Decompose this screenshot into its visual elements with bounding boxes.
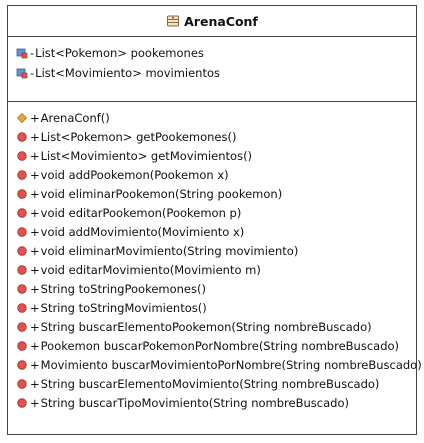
method-row[interactable]: +void editarMovimiento(Movimiento m) <box>8 260 416 279</box>
method-row[interactable]: +List<Pokemon> getPookemones() <box>8 127 416 146</box>
method-row-signature: Pookemon buscarPokemonPorNombre(String n… <box>40 338 400 353</box>
method-row-signature: String toStringPookemones() <box>40 281 206 296</box>
visibility-marker: + <box>30 319 40 334</box>
visibility-marker: + <box>30 224 40 239</box>
method-row-signature: List<Movimiento> getMovimientos() <box>40 148 253 163</box>
public-method-icon <box>16 397 28 409</box>
method-row-signature: String buscarTipoMovimiento(String nombr… <box>40 395 349 410</box>
visibility-marker: - <box>30 46 35 60</box>
visibility-marker: + <box>30 129 40 144</box>
visibility-marker: + <box>30 243 40 258</box>
method-row[interactable]: +ArenaConf() <box>8 108 416 127</box>
attributes-compartment: -List<Pokemon> pookemones-List<Movimient… <box>8 37 416 102</box>
method-row[interactable]: +void addPookemon(Pookemon x) <box>8 165 416 184</box>
private-field-icon <box>16 47 28 59</box>
method-row-signature: void addPookemon(Pookemon x) <box>40 167 229 182</box>
attribute-row-signature: List<Pokemon> pookemones <box>35 46 204 60</box>
constructor-icon <box>16 112 28 124</box>
class-header: ArenaConf <box>8 6 416 37</box>
visibility-marker: + <box>30 376 40 391</box>
method-row-signature: String buscarElementoPookemon(String nom… <box>40 319 372 334</box>
method-row-signature: void addMovimiento(Movimiento x) <box>40 224 245 239</box>
visibility-marker: + <box>30 110 40 125</box>
method-row-signature: void eliminarPookemon(String pookemon) <box>40 186 283 201</box>
visibility-marker: + <box>30 205 40 220</box>
method-row[interactable]: +String toStringMovimientos() <box>8 298 416 317</box>
private-field-icon <box>16 67 28 79</box>
method-row-signature: void editarMovimiento(Movimiento m) <box>40 262 261 277</box>
method-row[interactable]: +String buscarElementoMovimiento(String … <box>8 374 416 393</box>
public-method-icon <box>16 378 28 390</box>
method-row[interactable]: +void eliminarMovimiento(String movimien… <box>8 241 416 260</box>
method-row-signature: String buscarElementoMovimiento(String n… <box>40 376 380 391</box>
method-row-signature: Movimiento buscarMovimientoPorNombre(Str… <box>40 357 422 372</box>
method-row[interactable]: +Movimiento buscarMovimientoPorNombre(St… <box>8 355 422 374</box>
class-icon <box>166 14 180 28</box>
visibility-marker: + <box>30 281 40 296</box>
visibility-marker: + <box>30 338 40 353</box>
attribute-row[interactable]: -List<Pokemon> pookemones <box>8 43 416 63</box>
uml-class-box[interactable]: ArenaConf -List<Pokemon> pookemones-List… <box>7 5 422 435</box>
public-method-icon <box>16 188 28 200</box>
methods-compartment: +ArenaConf()+List<Pokemon> getPookemones… <box>8 102 422 412</box>
method-row-signature: void eliminarMovimiento(String movimient… <box>40 243 299 258</box>
public-method-icon <box>16 207 28 219</box>
public-method-icon <box>16 264 28 276</box>
visibility-marker: + <box>30 167 40 182</box>
visibility-marker: + <box>30 148 40 163</box>
method-row[interactable]: +void eliminarPookemon(String pookemon) <box>8 184 416 203</box>
method-row-signature: void editarPookemon(Pookemon p) <box>40 205 242 220</box>
public-method-icon <box>16 321 28 333</box>
attribute-row-signature: List<Movimiento> movimientos <box>35 66 220 80</box>
visibility-marker: + <box>30 186 40 201</box>
visibility-marker: + <box>30 262 40 277</box>
public-method-icon <box>16 150 28 162</box>
public-method-icon <box>16 245 28 257</box>
visibility-marker: + <box>30 357 40 372</box>
public-method-icon <box>16 131 28 143</box>
method-row[interactable]: +List<Movimiento> getMovimientos() <box>8 146 416 165</box>
method-row[interactable]: +void editarPookemon(Pookemon p) <box>8 203 416 222</box>
visibility-marker: - <box>30 66 35 80</box>
public-method-icon <box>16 226 28 238</box>
method-row[interactable]: +Pookemon buscarPokemonPorNombre(String … <box>8 336 416 355</box>
method-row-signature: String toStringMovimientos() <box>40 300 207 315</box>
method-row[interactable]: +String buscarTipoMovimiento(String nomb… <box>8 393 416 412</box>
public-method-icon <box>16 169 28 181</box>
method-row-signature: ArenaConf() <box>40 110 110 125</box>
public-method-icon <box>16 302 28 314</box>
public-method-icon <box>16 340 28 352</box>
method-row[interactable]: +String buscarElementoPookemon(String no… <box>8 317 416 336</box>
visibility-marker: + <box>30 300 40 315</box>
method-row[interactable]: +String toStringPookemones() <box>8 279 416 298</box>
attribute-row[interactable]: -List<Movimiento> movimientos <box>8 63 416 83</box>
method-row[interactable]: +void addMovimiento(Movimiento x) <box>8 222 416 241</box>
class-name: ArenaConf <box>184 13 258 29</box>
public-method-icon <box>16 283 28 295</box>
public-method-icon <box>16 359 28 371</box>
visibility-marker: + <box>30 395 40 410</box>
method-row-signature: List<Pokemon> getPookemones() <box>40 129 237 144</box>
